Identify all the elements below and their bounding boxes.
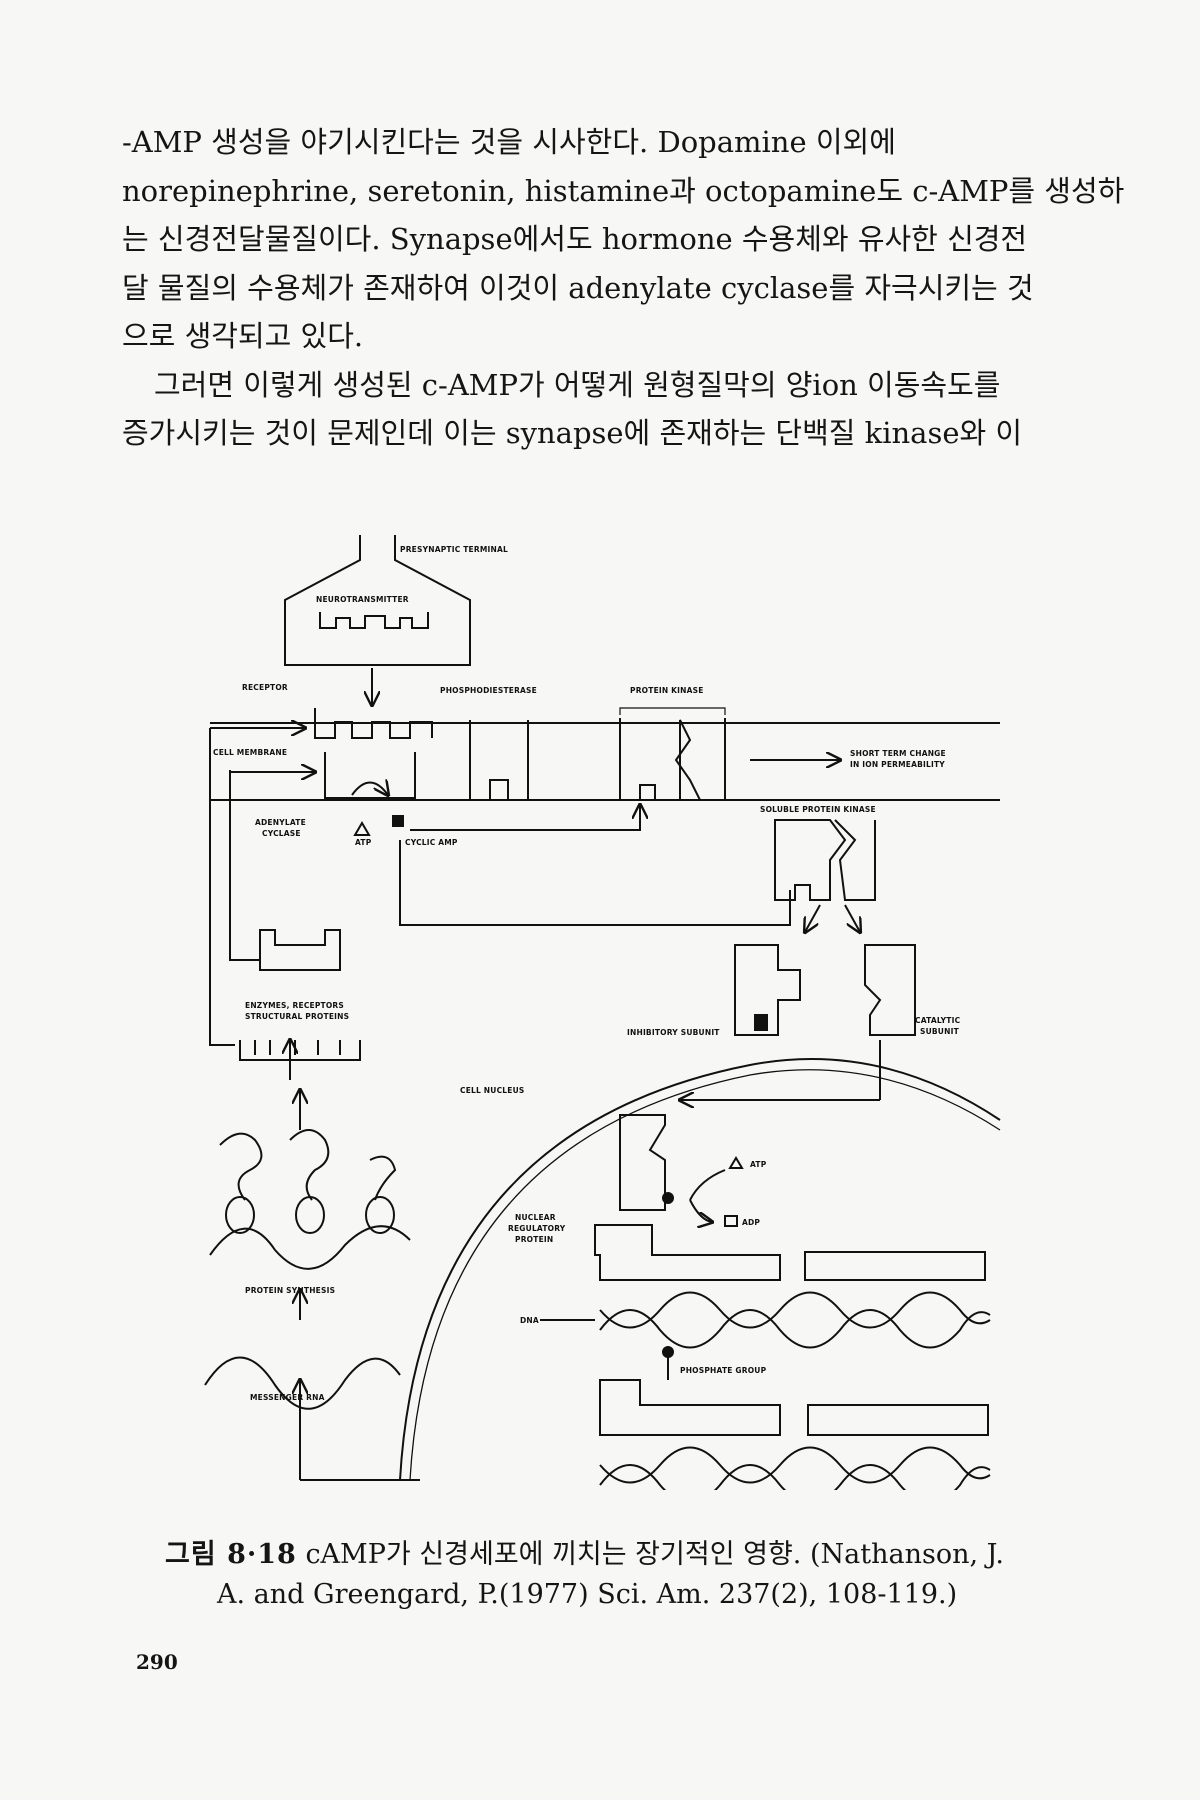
text-line: -AMP 생성을 야기시킨다는 것을 시사한다. Dopamine 이외에: [122, 125, 896, 159]
label-protein-kinase: PROTEIN KINASE: [630, 686, 704, 695]
text-line: 으로 생각되고 있다.: [122, 319, 364, 353]
dna-helix-1: [599, 1291, 991, 1329]
label-phosphate-group: PHOSPHATE GROUP: [680, 1366, 767, 1375]
label-short-term-1: SHORT TERM CHANGE: [850, 749, 946, 758]
page-number: 290: [136, 1650, 178, 1674]
structural-proteins: [239, 1040, 361, 1061]
presynaptic-terminal: [284, 535, 471, 666]
label-dna: DNA: [520, 1316, 539, 1325]
messenger-rna-wave: [204, 1356, 401, 1410]
label-messenger-rna: MESSENGER RNA: [250, 1393, 325, 1402]
text-line: 달 물질의 수용체가 존재하여 이것이 adenylate cyclase를 자…: [122, 270, 1034, 305]
phosphodiesterase: [469, 720, 529, 801]
label-enzymes-1: ENZYMES, RECEPTORS: [245, 1001, 344, 1010]
enzymes-block: [259, 929, 341, 971]
camp-diagram: PRESYNAPTIC TERMINAL NEUROTRANSMITTER RE…: [204, 535, 1001, 1504]
label-adenylate-cyclase-1: ADENYLATE: [255, 818, 306, 827]
label-protein-synthesis: PROTEIN SYNTHESIS: [245, 1286, 335, 1295]
caption-source-1: (Nathanson, J.: [809, 1539, 1004, 1570]
label-enzymes-2: STRUCTURAL PROTEINS: [245, 1012, 349, 1021]
label-adenylate-cyclase-2: CYCLASE: [262, 829, 301, 838]
adenylate-cyclase: [324, 752, 416, 799]
label-catalytic-2: SUBUNIT: [920, 1027, 960, 1036]
catalytic-subunit: [864, 944, 916, 1036]
figure-caption: 그림 8·18 cAMP가 신경세포에 끼치는 장기적인 영향. (Nathan…: [165, 1535, 1065, 1615]
text-line: norepinephrine, seretonin, histamine과 oc…: [122, 173, 1125, 208]
label-nuclear-1: NUCLEAR: [515, 1213, 556, 1222]
label-soluble-protein-kinase: SOLUBLE PROTEIN KINASE: [760, 805, 876, 814]
figure-number: 그림 8·18: [165, 1539, 297, 1570]
atp-triangle-icon: [353, 821, 371, 836]
ribosome-mrna: [209, 1225, 411, 1270]
label-phosphodiesterase: PHOSPHODIESTERASE: [440, 686, 537, 695]
membrane-protein-kinase: [619, 718, 726, 801]
caption-title: cAMP가 신경세포에 끼치는 장기적인 영향.: [305, 1539, 802, 1570]
camp-diagram-figure: PRESYNAPTIC TERMINAL NEUROTRANSMITTER RE…: [190, 520, 1020, 1504]
label-nuclear-2: REGULATORY: [508, 1224, 566, 1233]
caption-source-2: A. and Greengard, P.(1977) Sci. Am. 237(…: [217, 1579, 958, 1610]
cell-nucleus-boundary: [399, 1058, 1001, 1481]
protein-chains: [219, 1129, 397, 1201]
label-catalytic-1: CATALYTIC: [915, 1016, 961, 1025]
label-receptor: RECEPTOR: [242, 683, 288, 692]
label-presynaptic-terminal: PRESYNAPTIC TERMINAL: [400, 545, 508, 554]
receptor: [314, 708, 433, 739]
text-line: 그러면 이렇게 생성된 c-AMP가 어떻게 원형질막의 양ion 이동속도를: [154, 367, 1001, 402]
nucleus-kinase: [619, 1114, 666, 1211]
body-text: -AMP 생성을 야기시킨다는 것을 시사한다. Dopamine 이외에 no…: [122, 118, 1125, 458]
label-adp: ADP: [742, 1218, 760, 1227]
nuclear-regulatory-protein: [594, 1224, 781, 1281]
text-line: 는 신경전달물질이다. Synapse에서도 hormone 수용체와 유사한 …: [122, 222, 1028, 256]
label-cell-membrane: CELL MEMBRANE: [213, 748, 287, 757]
text-line: 증가시키는 것이 문제인데 이는 synapse에 존재하는 단백질 kinas…: [122, 416, 1023, 450]
dna-helix-2: [599, 1446, 991, 1484]
label-short-term-2: IN ION PERMEABILITY: [850, 760, 945, 769]
cyclic-amp-square-icon: [392, 815, 404, 827]
label-atp-nucleus: ATP: [750, 1160, 767, 1169]
label-nuclear-3: PROTEIN: [515, 1235, 553, 1244]
inhibitory-subunit: [734, 944, 801, 1036]
label-atp: ATP: [355, 838, 372, 847]
neurotransmitter-vesicle: [319, 612, 429, 629]
soluble-protein-kinase: [774, 819, 847, 901]
label-cell-nucleus: CELL NUCLEUS: [460, 1086, 524, 1095]
label-cyclic-amp: CYCLIC AMP: [405, 838, 458, 847]
label-inhibitory-subunit: INHIBITORY SUBUNIT: [627, 1028, 720, 1037]
label-neurotransmitter: NEUROTRANSMITTER: [316, 595, 409, 604]
